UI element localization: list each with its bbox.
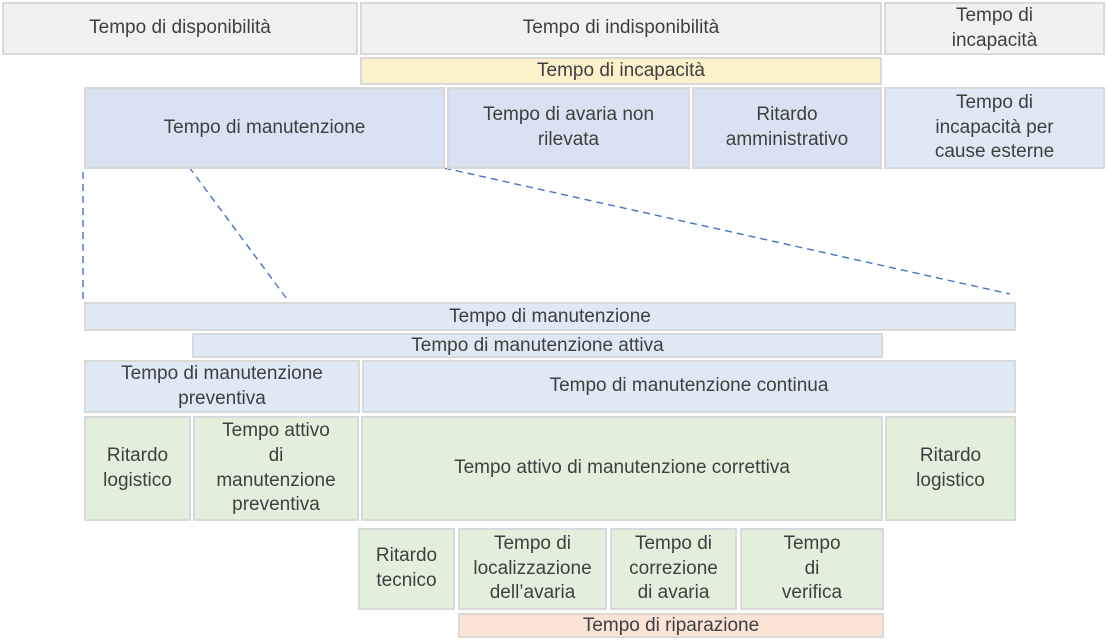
box-tempo-di-indisponibilita: Tempo di indisponibilità	[360, 2, 882, 55]
box-label: Tempo di manutenzione	[163, 116, 366, 138]
box-tempo-di-avaria-non-rilevata: Tempo di avaria non rilevata	[447, 87, 690, 169]
box-tempo-di-incapacita-top: Tempo di incapacità	[884, 2, 1105, 55]
dashed-line-right	[443, 167, 1011, 295]
box-tempo-correzione-avaria: Tempo di correzione di avaria	[610, 528, 737, 610]
box-label: Tempo di disponibilità	[89, 17, 271, 39]
box-tempo-di-riparazione: Tempo di riparazione	[458, 613, 884, 638]
box-tempo-attivo-manutenzione-preventiva: Tempo attivo di manutenzione preventiva	[193, 416, 359, 521]
box-ritardo-amministrativo: Ritardo amministrativo	[692, 87, 882, 169]
box-ritardo-tecnico: Ritardo tecnico	[358, 528, 455, 610]
box-label: Ritardo logistico	[916, 444, 985, 491]
box-tempo-attivo-manutenzione-correttiva: Tempo attivo di manutenzione correttiva	[361, 416, 883, 521]
box-label: Tempo di incapacità per cause esterne	[934, 91, 1055, 163]
box-tempo-di-incapacita-cause-esterne: Tempo di incapacità per cause esterne	[884, 87, 1105, 169]
box-label: Tempo di incapacità	[951, 4, 1038, 51]
box-label: Tempo di localizzazione dell’avaria	[473, 532, 592, 604]
box-label: Tempo di indisponibilità	[522, 17, 720, 39]
box-ritardo-logistico-right: Ritardo logistico	[885, 416, 1016, 521]
box-label: Ritardo amministrativo	[725, 104, 849, 150]
box-tempo-localizzazione-avaria: Tempo di localizzazione dell’avaria	[458, 528, 607, 610]
box-label: Tempo attivo di manutenzione correttiva	[454, 457, 790, 479]
dashed-line-middle	[188, 166, 288, 300]
box-label: Tempo di correzione di avaria	[629, 532, 718, 604]
box-label: Ritardo logistico	[103, 444, 172, 491]
box-tempo-di-incapacita-yellow: Tempo di incapacità	[360, 57, 882, 85]
box-label: Tempo di avaria non rilevata	[482, 104, 655, 150]
box-label: Tempo attivo di manutenzione preventiva	[216, 420, 336, 516]
box-label: Tempo di manutenzione continua	[549, 375, 829, 397]
box-tempo-di-verifica: Tempo di verifica	[740, 528, 884, 610]
box-label: Ritardo tecnico	[375, 545, 438, 591]
box-tempo-di-manutenzione-preventiva: Tempo di manutenzione preventiva	[84, 360, 360, 413]
box-label: Tempo di verifica	[781, 532, 843, 604]
box-label: Tempo di manutenzione	[449, 305, 651, 327]
box-tempo-di-manutenzione-continua: Tempo di manutenzione continua	[362, 360, 1016, 413]
box-tempo-di-manutenzione-attiva: Tempo di manutenzione attiva	[192, 333, 883, 358]
box-label: Tempo di manutenzione preventiva	[121, 362, 323, 409]
box-tempo-di-disponibilita: Tempo di disponibilità	[2, 2, 358, 55]
box-label: Tempo di incapacità	[537, 60, 705, 82]
box-ritardo-logistico-left: Ritardo logistico	[84, 416, 191, 521]
box-tempo-di-manutenzione-wide: Tempo di manutenzione	[84, 302, 1016, 331]
box-label: Tempo di riparazione	[582, 614, 760, 636]
box-label: Tempo di manutenzione attiva	[411, 334, 664, 356]
box-tempo-di-manutenzione: Tempo di manutenzione	[84, 87, 445, 169]
